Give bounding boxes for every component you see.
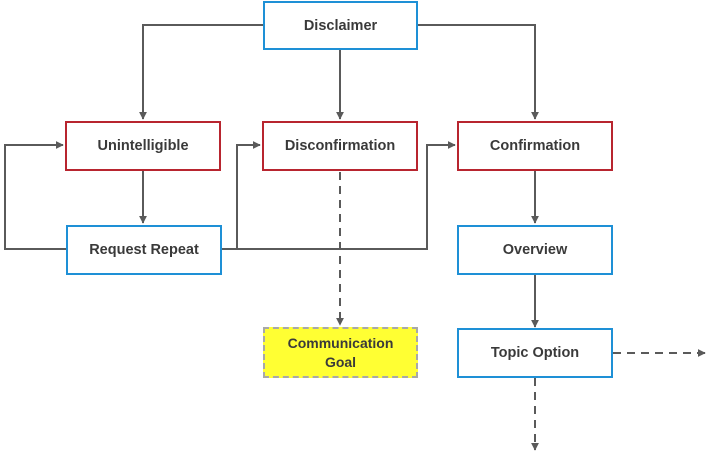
- node-request-repeat-label: Request Repeat: [89, 242, 199, 258]
- node-disclaimer: Disclaimer: [263, 1, 418, 50]
- arrow-disclaimer-to-confirmation: [418, 24, 539, 120]
- node-topic-option-label: Topic Option: [490, 345, 580, 361]
- node-confirmation: Confirmation: [457, 121, 613, 171]
- arrow-disclaimer-to-unintelligible: [139, 24, 263, 120]
- node-disconfirmation-label: Disconfirmation: [284, 138, 396, 154]
- node-confirmation-label: Confirmation: [489, 138, 581, 154]
- node-communication-goal-line2: Goal: [324, 353, 357, 370]
- arrow-request-repeat-to-disconfirmation: [222, 141, 261, 250]
- arrow-request-repeat-to-unintelligible: [4, 141, 66, 250]
- node-unintelligible-label: Unintelligible: [97, 138, 189, 154]
- node-communication-goal: Communication Goal: [263, 327, 418, 378]
- node-unintelligible: Unintelligible: [65, 121, 221, 171]
- node-topic-option: Topic Option: [457, 328, 613, 378]
- node-disclaimer-label: Disclaimer: [303, 17, 378, 34]
- node-overview-label: Overview: [502, 242, 568, 258]
- arrow-request-repeat-to-confirmation: [237, 141, 456, 250]
- node-request-repeat: Request Repeat: [66, 225, 222, 275]
- node-overview: Overview: [457, 225, 613, 275]
- node-disconfirmation: Disconfirmation: [262, 121, 418, 171]
- node-communication-goal-line1: Communication: [287, 334, 394, 351]
